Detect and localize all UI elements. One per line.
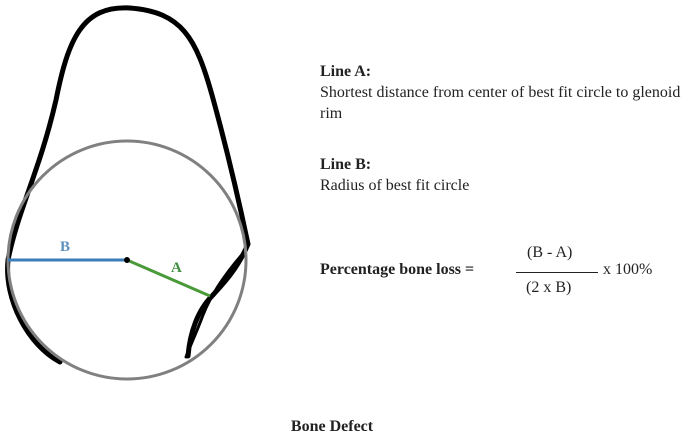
line-a-label: A [171, 260, 182, 276]
formula-multiplier: x 100% [603, 261, 653, 278]
circle-center-point [124, 257, 130, 263]
figure-caption: Bone Defect [290, 418, 374, 435]
formula-label: Percentage bone loss = [320, 261, 475, 278]
legend-line-a-title: Line A: [320, 63, 372, 80]
formula-denominator: (2 x B) [526, 279, 572, 296]
percentage-bone-loss-formula: Percentage bone loss = (B - A) (2 x B) x… [320, 244, 690, 300]
legend-line-a-description: Shortest distance from center of best fi… [320, 84, 681, 122]
line-a [126, 258, 211, 298]
line-b-label: B [60, 239, 70, 255]
bone-defect-edge [184, 248, 248, 359]
glenoid-outline [5, 5, 251, 365]
formula-numerator: (B - A) [527, 244, 573, 261]
legend-line-b: Line B: Radius of best fit circle [320, 154, 695, 196]
legend-line-b-title: Line B: [320, 156, 372, 173]
fraction-bar [516, 272, 598, 273]
legend-line-b-description: Radius of best fit circle [320, 177, 470, 194]
legend-line-a: Line A: Shortest distance from center of… [320, 61, 695, 124]
